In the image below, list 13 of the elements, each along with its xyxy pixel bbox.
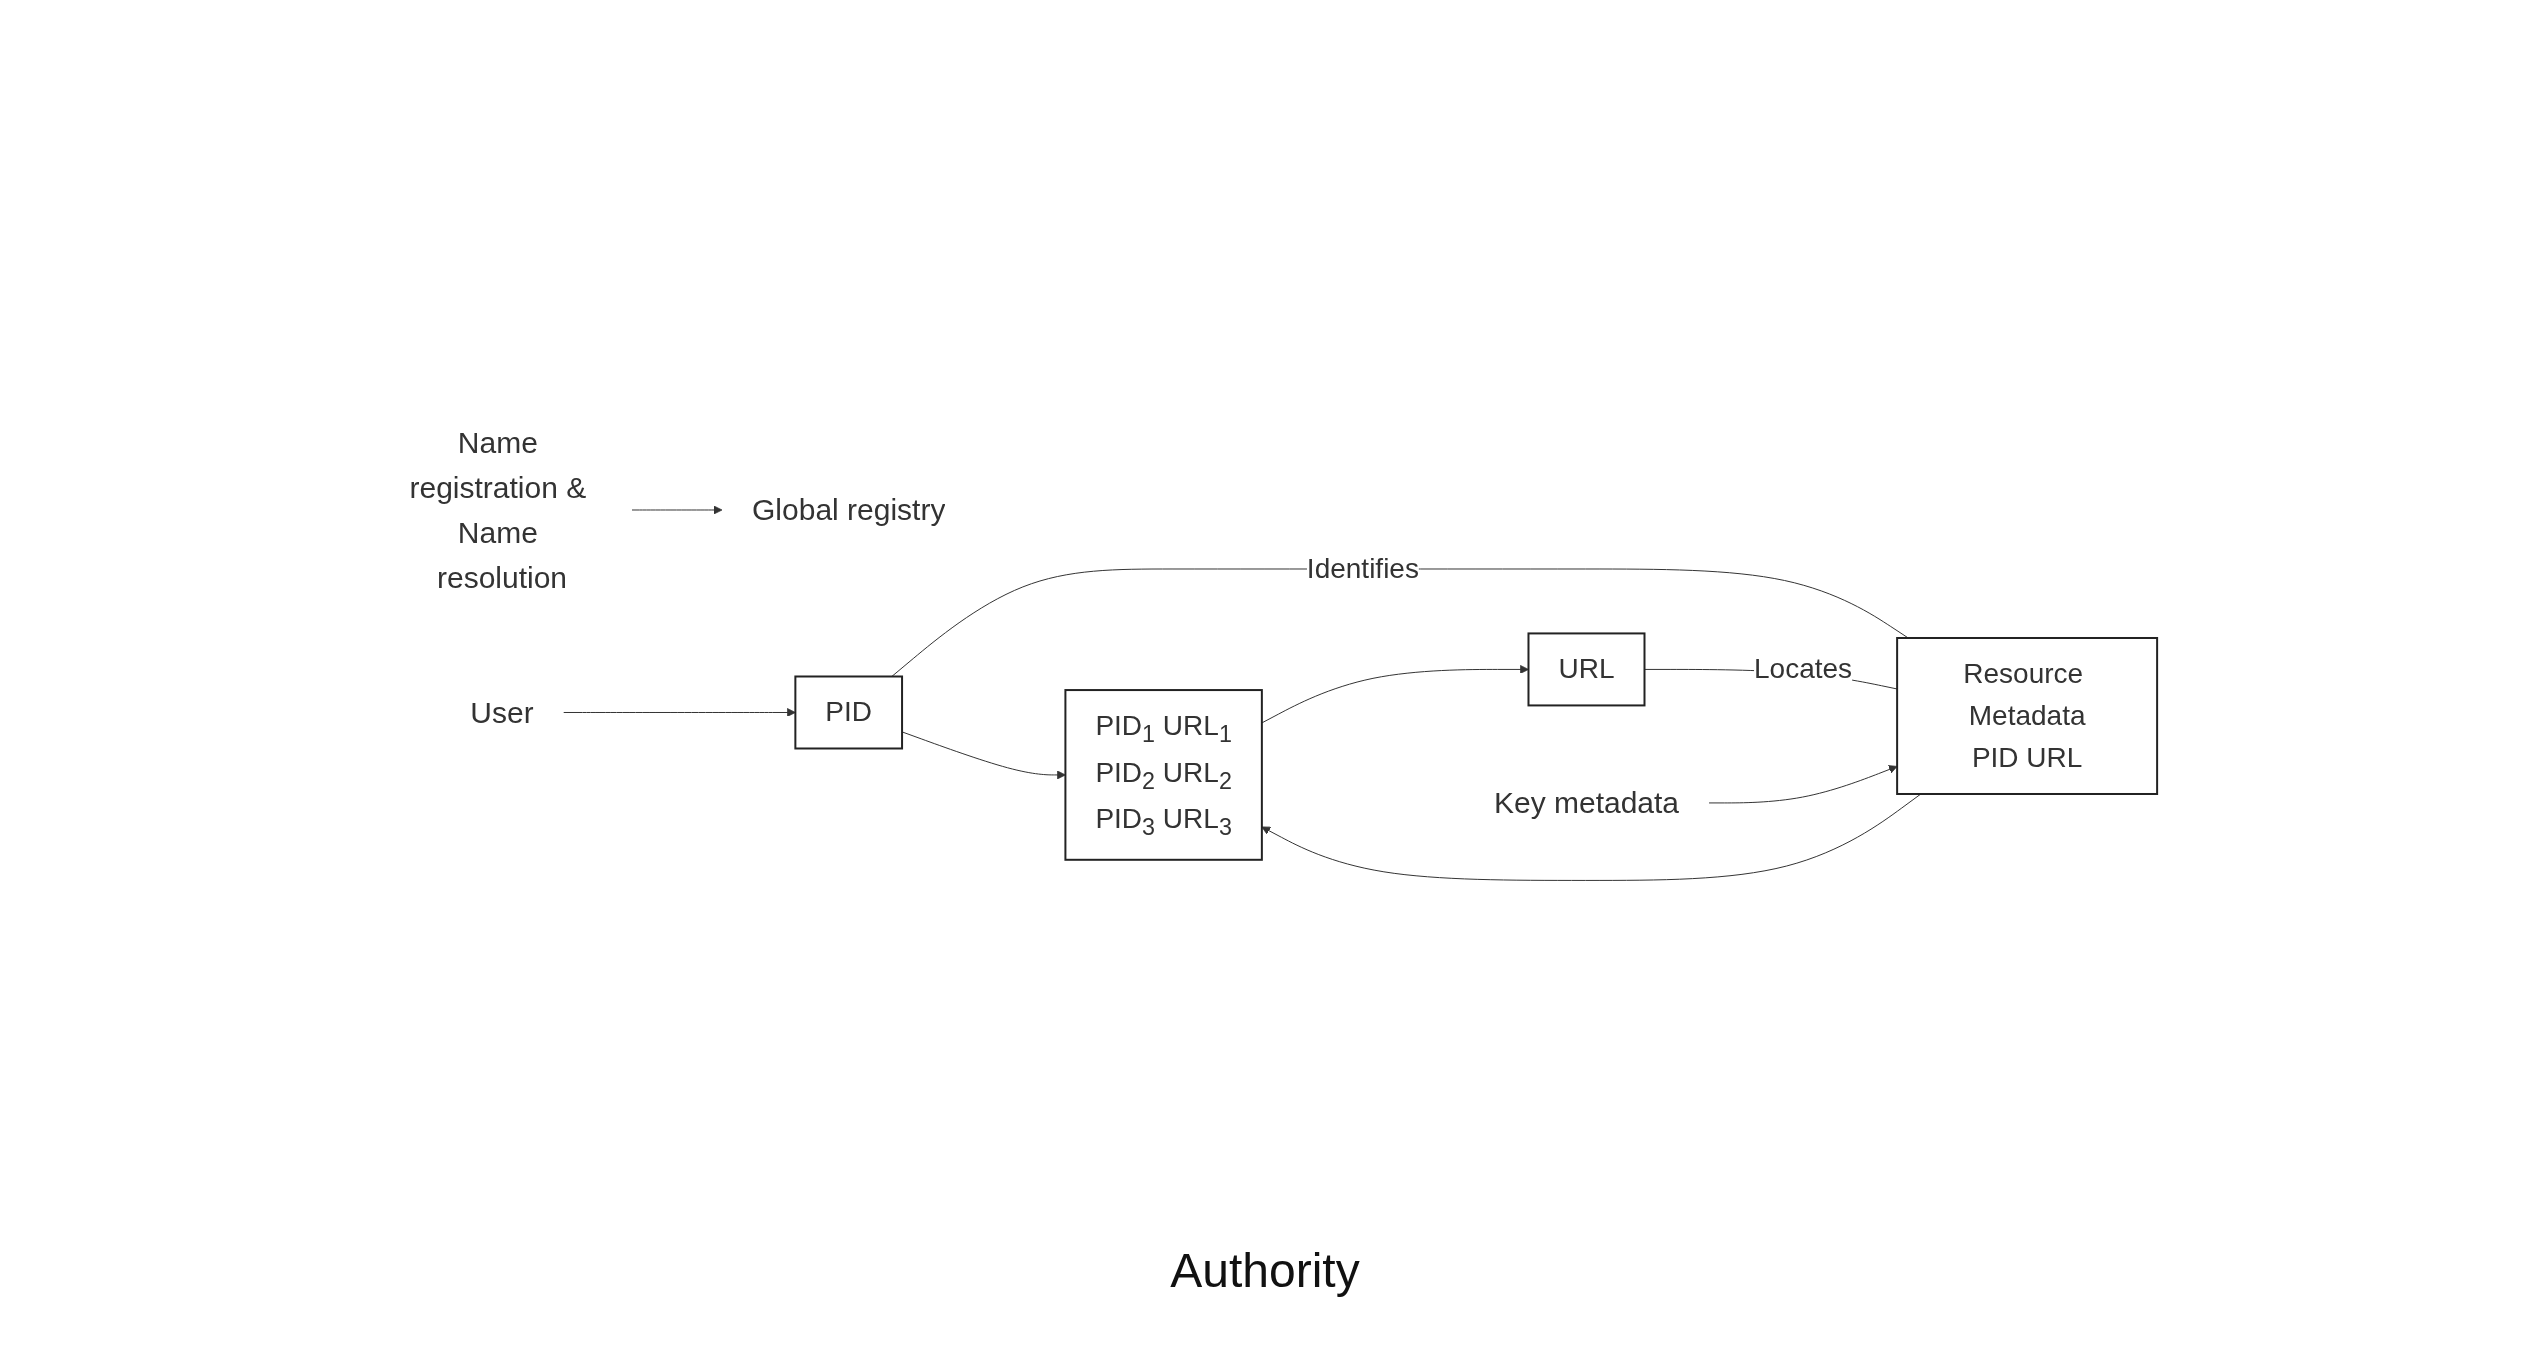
node-box: PID	[794, 675, 904, 750]
caption-label: Authority	[1170, 1242, 1360, 1298]
edge-label: Identifies	[1307, 552, 1420, 584]
node-text: Name registration & Name resolution	[409, 425, 587, 594]
node-text: Global registry	[752, 493, 946, 527]
arrow	[631, 505, 723, 515]
node-text: User	[470, 695, 535, 729]
node-box: Resource Metadata PID URL	[1896, 636, 2159, 795]
node-box: URL	[1527, 632, 1646, 707]
arrow	[1708, 765, 1898, 804]
node-box: PID$_{1}$ URL$_{1}$ PID$_{2}$ URL$_{2}$ PID$_{3}$ URL$_{3}$	[1064, 688, 1264, 861]
edge-label: Locates	[1754, 653, 1853, 685]
node-text: Key metadata	[1494, 786, 1680, 820]
